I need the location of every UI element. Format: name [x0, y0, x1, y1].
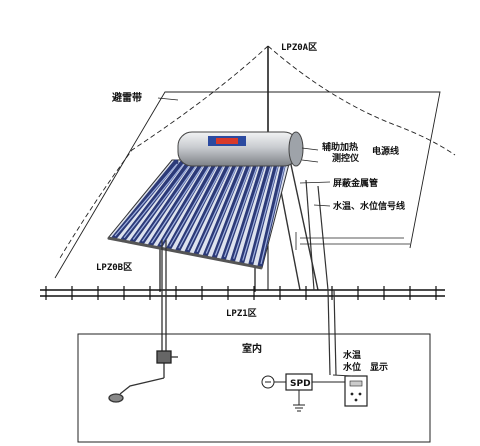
indoor-label: 室内: [242, 342, 262, 355]
zone-lpz0a-label: LPZ0A区: [281, 42, 317, 53]
vacuum-tube-highlight: [132, 163, 191, 240]
vacuum-tube-highlight: [214, 163, 252, 256]
vacuum-tube-highlight: [260, 163, 286, 265]
vacuum-tube-highlight: [242, 163, 273, 261]
aux-heating-label-line2: 测控仪: [332, 152, 360, 164]
roof-plane: [54, 91, 441, 279]
lightning-belt-label: 避雷带: [111, 91, 142, 104]
shower-fixture: [108, 350, 178, 403]
water-pipe: [161, 240, 167, 355]
power-line-label: 电源线: [372, 145, 399, 157]
vacuum-tube-highlight: [123, 163, 185, 239]
shielded-pipe-label: 屏蔽金属管: [333, 177, 378, 189]
spd-label: SPD: [290, 379, 311, 389]
zone-lpz1-label: LPZ1区: [226, 308, 257, 319]
vacuum-tube-highlight: [160, 163, 212, 246]
display-label-line2: 水位: [343, 361, 361, 373]
vacuum-tube-highlight: [187, 163, 232, 251]
tank-logo: [216, 138, 238, 144]
vacuum-tube-highlight: [205, 163, 246, 254]
water-tank: [177, 131, 304, 167]
roof-lightning-belt: [40, 286, 445, 300]
vacuum-tube-highlight: [251, 163, 279, 263]
indoor-room: [77, 333, 431, 443]
vacuum-tube-highlight: [151, 163, 205, 244]
aux-heating-label-line1: 辅助加热: [322, 141, 358, 153]
vacuum-tube-highlight: [169, 163, 219, 247]
vacuum-tube: [248, 159, 280, 267]
vacuum-tube-highlight: [233, 163, 266, 259]
water-display-unit: [332, 374, 368, 407]
protection-zone-boundary: [59, 45, 456, 259]
vacuum-tube-highlight: [223, 163, 259, 258]
signal-line-label: 水温、水位信号线: [333, 200, 405, 212]
zone-lpz0b-label: LPZ0B区: [96, 262, 132, 273]
vacuum-tube-highlight: [196, 163, 239, 253]
vacuum-tube-highlight: [114, 163, 178, 237]
callout-leaders: [157, 97, 410, 250]
shielded-metal-pipe: [305, 179, 337, 376]
vacuum-tube-array: [107, 159, 291, 270]
vacuum-tube: [257, 159, 287, 269]
collector-bottom-rail: [107, 236, 263, 270]
display-label-line1: 水温: [343, 349, 361, 361]
vacuum-tube-highlight: [178, 163, 225, 249]
spd-device: [261, 373, 345, 412]
vacuum-tube-highlight: [141, 163, 198, 242]
display-label-line3: 显示: [370, 362, 388, 373]
